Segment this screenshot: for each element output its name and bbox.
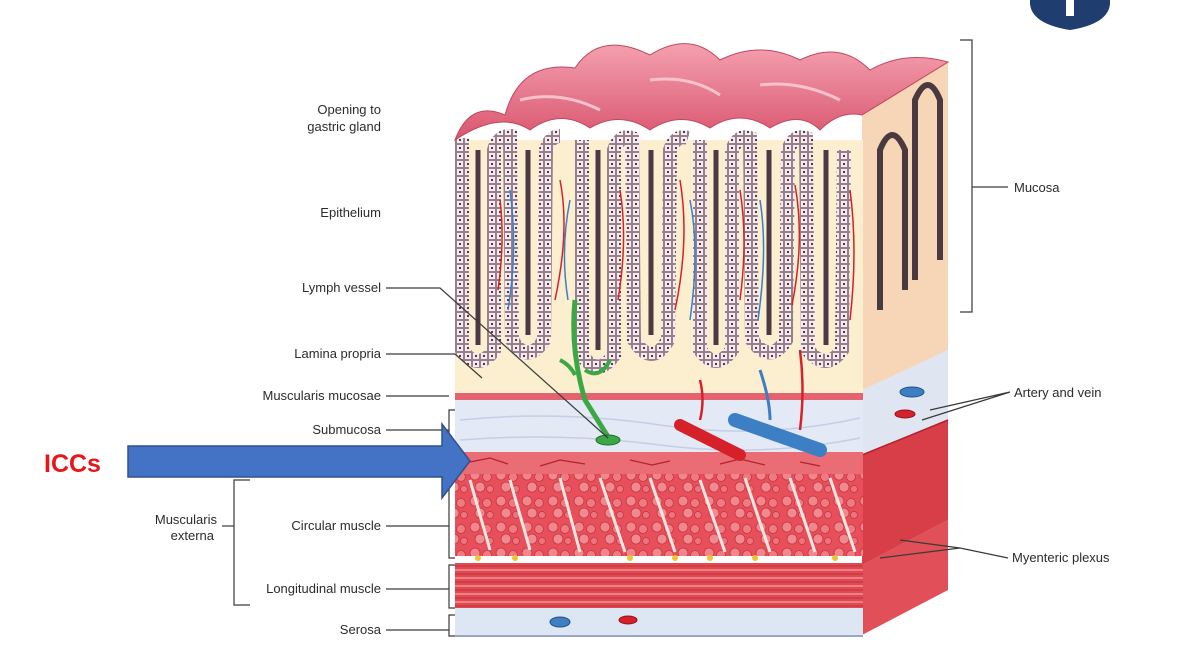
label-opening-line1: Opening to bbox=[317, 102, 381, 117]
block-side-face bbox=[861, 62, 949, 635]
label-muscularis-line1: Muscularis bbox=[155, 512, 218, 527]
circular-muscle-layer bbox=[455, 474, 863, 556]
muscularis-mucosae-layer bbox=[455, 393, 863, 400]
shield-logo bbox=[1030, 0, 1110, 30]
submucosa-vessels bbox=[559, 299, 827, 461]
label-myenteric-plexus: Myenteric plexus bbox=[1012, 550, 1110, 565]
label-serosa: Serosa bbox=[340, 622, 382, 637]
leader-lines-right bbox=[879, 391, 1011, 559]
label-longitudinal-muscle: Longitudinal muscle bbox=[266, 581, 381, 596]
gastric-glands bbox=[455, 128, 855, 374]
icc-arrow-shape bbox=[127, 421, 471, 501]
mucosa-bracket bbox=[960, 39, 1008, 313]
leader-lines-left bbox=[222, 287, 609, 631]
label-mucosa: Mucosa bbox=[1014, 180, 1060, 195]
longitudinal-muscle-layer bbox=[455, 563, 863, 608]
label-muscularis-line2: externa bbox=[171, 528, 215, 543]
serosa-layer bbox=[455, 608, 863, 636]
label-submucosa: Submucosa bbox=[312, 422, 381, 437]
label-muscularis-mucosae: Muscularis mucosae bbox=[263, 388, 382, 403]
myenteric-plexus-dots bbox=[475, 555, 838, 561]
label-lymph-vessel: Lymph vessel bbox=[302, 280, 381, 295]
mucosal-surface bbox=[453, 43, 950, 142]
label-lamina-propria: Lamina propria bbox=[294, 346, 381, 361]
label-opening-line2: gastric gland bbox=[307, 119, 381, 134]
label-epithelium: Epithelium bbox=[320, 205, 381, 220]
icc-arrow bbox=[127, 421, 471, 501]
label-circular-muscle: Circular muscle bbox=[291, 518, 381, 533]
label-iccs: ICCs bbox=[44, 450, 101, 478]
label-artery-vein: Artery and vein bbox=[1014, 385, 1101, 400]
